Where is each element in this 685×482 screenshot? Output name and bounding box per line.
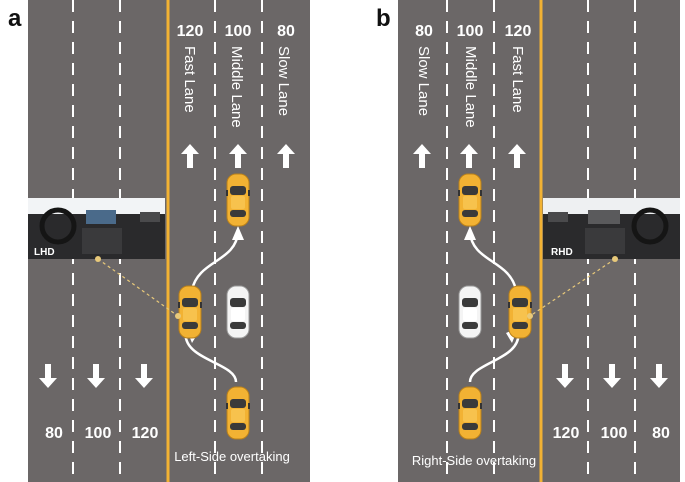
overtaking-path	[468, 329, 520, 383]
panel-a: a 120 100 80 Fast Lane Middle Lane Slow …	[8, 0, 310, 482]
panel-letter-a: a	[8, 5, 22, 32]
car-icon	[457, 386, 483, 440]
car-icon	[458, 285, 482, 339]
speed-limit-bottom: 120	[132, 425, 159, 442]
speed-limit-top: 120	[177, 23, 204, 40]
speed-limit-bottom: 100	[601, 425, 628, 442]
path-arrowhead	[232, 226, 244, 240]
speed-limit-top: 120	[505, 23, 532, 40]
car-icon	[225, 173, 251, 227]
car-icon	[225, 386, 251, 440]
caption-left-side-overtaking: Left-Side overtaking	[174, 449, 290, 464]
leader-line	[97, 258, 179, 317]
car-icon	[226, 285, 250, 339]
car-icon	[507, 285, 533, 339]
speed-limit-bottom: 80	[45, 425, 63, 442]
lane-name-fast: Fast Lane	[509, 46, 526, 113]
overtaking-path	[190, 231, 240, 291]
speed-limit-top: 80	[415, 23, 433, 40]
car-icon	[457, 173, 483, 227]
caption-right-side-overtaking: Right-Side overtaking	[412, 453, 536, 468]
dashboard-photo	[543, 198, 680, 259]
car-icon	[177, 285, 203, 339]
leader-dot	[175, 313, 181, 319]
lane-name-middle: Middle Lane	[228, 46, 245, 128]
overtaking-path	[184, 329, 238, 383]
speed-limit-top: 80	[277, 23, 295, 40]
panel-letter-b: b	[376, 5, 391, 32]
speed-limit-bottom: 120	[553, 425, 580, 442]
leader-line	[529, 258, 616, 317]
speed-limit-top: 100	[225, 23, 252, 40]
dashboard-label-rhd: RHD	[551, 247, 573, 258]
lane-name-slow: Slow Lane	[415, 46, 432, 116]
lane-name-slow: Slow Lane	[275, 46, 292, 116]
overtaking-path	[468, 231, 518, 291]
dashboard-label-lhd: LHD	[34, 247, 55, 258]
speed-limit-bottom: 80	[652, 425, 670, 442]
dashboard-photo	[28, 198, 165, 259]
lane-name-fast: Fast Lane	[181, 46, 198, 113]
path-arrowhead	[464, 226, 476, 240]
speed-limit-top: 100	[457, 23, 484, 40]
panel-b: b 80 100 120 Slow Lane Middle Lane Fast …	[376, 0, 680, 482]
speed-limit-bottom: 100	[85, 425, 112, 442]
lane-name-middle: Middle Lane	[462, 46, 479, 128]
leader-dot	[527, 313, 533, 319]
